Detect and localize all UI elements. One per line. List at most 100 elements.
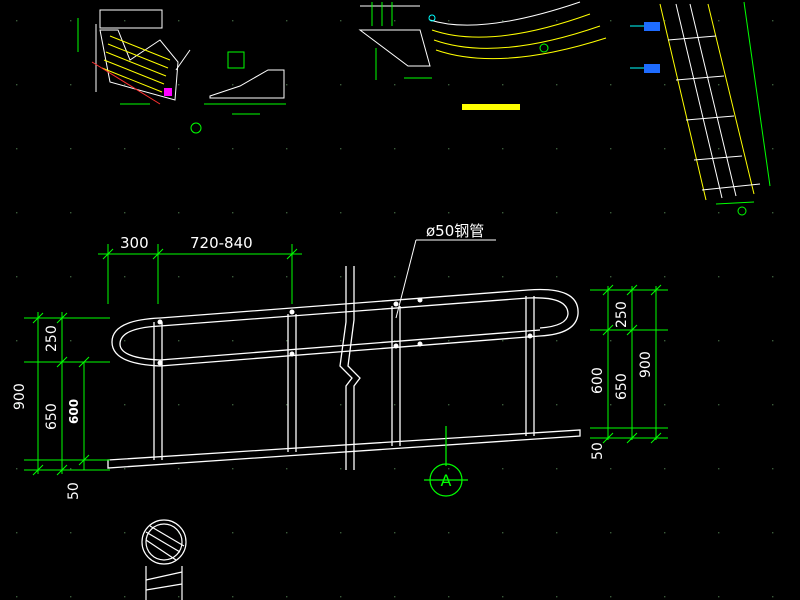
grid-dot <box>124 532 126 534</box>
curved-plan-landing <box>358 29 431 67</box>
grid-dot <box>340 20 342 22</box>
grid-dot <box>286 84 288 86</box>
right-dim-250: 250 <box>614 301 630 328</box>
grid-dot <box>610 20 612 22</box>
left-return-inner <box>119 325 161 361</box>
slanted-dim-line <box>743 1 771 187</box>
grid-dot <box>340 404 342 406</box>
grid-dot <box>502 596 504 598</box>
top-dim-tick-1 <box>102 248 114 260</box>
grid-dot <box>16 468 18 470</box>
grid-dot <box>232 532 234 534</box>
curved-plan-arc-2 <box>433 25 601 49</box>
grid-dot <box>556 596 558 598</box>
break-line <box>339 266 361 470</box>
grid-dots <box>16 20 774 598</box>
grid-dot <box>178 532 180 534</box>
grid-dot <box>556 84 558 86</box>
grid-dot <box>556 468 558 470</box>
grid-dot <box>178 212 180 214</box>
plan-stair-treads <box>101 35 171 93</box>
grid-dot <box>232 468 234 470</box>
grid-dot <box>556 148 558 150</box>
top-center-curved-plan <box>358 1 607 110</box>
grid-dot <box>124 212 126 214</box>
right-dim-900: 900 <box>638 351 654 378</box>
left-dim-600: 600 <box>67 399 81 424</box>
grid-dot <box>286 340 288 342</box>
grid-dot <box>178 276 180 278</box>
grid-dot <box>448 468 450 470</box>
grid-dot <box>502 532 504 534</box>
top-dim-tick-3 <box>286 248 298 260</box>
left-dim-250: 250 <box>44 325 60 352</box>
grid-dot <box>124 468 126 470</box>
grid-dot <box>232 20 234 22</box>
slanted-blue-tags <box>630 22 660 73</box>
grid-dot <box>394 148 396 150</box>
grid-dot <box>772 276 774 278</box>
grid-dot <box>664 596 666 598</box>
top-dim-tick-2 <box>152 248 164 260</box>
grid-dot <box>664 468 666 470</box>
grid-dot <box>124 20 126 22</box>
grid-dot <box>772 84 774 86</box>
section-marker-label: A <box>441 471 452 490</box>
grid-dot <box>610 340 612 342</box>
curved-plan-circle-marker <box>539 43 549 53</box>
grid-dot <box>286 404 288 406</box>
grid-dot <box>556 404 558 406</box>
grid-dot <box>232 84 234 86</box>
curved-plan-outer-arc <box>429 1 581 26</box>
grid-dot <box>340 276 342 278</box>
grid-dot <box>772 532 774 534</box>
grid-dot <box>70 596 72 598</box>
grid-dot <box>70 340 72 342</box>
grid-dot <box>610 404 612 406</box>
top-rail-outer <box>159 288 579 337</box>
grid-dot <box>718 276 720 278</box>
right-dim-600: 600 <box>590 367 606 394</box>
grid-dot <box>772 340 774 342</box>
grid-dot <box>178 84 180 86</box>
grid-dot <box>556 532 558 534</box>
grid-dot <box>502 276 504 278</box>
plan-ground-section <box>209 69 285 99</box>
grid-dot <box>448 84 450 86</box>
grid-dot <box>16 532 18 534</box>
grid-dot <box>502 404 504 406</box>
slanted-rail-base <box>701 183 761 191</box>
grid-dot <box>772 20 774 22</box>
curved-plan-yellow-bar <box>462 104 520 110</box>
top-dimension-chain <box>98 244 302 304</box>
grid-dot <box>340 468 342 470</box>
dim-720-840-label: 720-840 <box>190 234 253 252</box>
grid-dot <box>610 276 612 278</box>
plan-section-circle <box>190 122 202 134</box>
grid-dot <box>610 212 612 214</box>
grid-dot <box>556 212 558 214</box>
grid-dot <box>664 20 666 22</box>
grid-dot <box>718 20 720 22</box>
grid-dot <box>340 532 342 534</box>
grid-dot <box>286 20 288 22</box>
grid-dot <box>178 340 180 342</box>
top-rail-inner <box>159 297 569 329</box>
grid-dot <box>232 212 234 214</box>
grid-dot <box>124 404 126 406</box>
grid-dot <box>448 212 450 214</box>
left-dim-650: 650 <box>44 403 60 430</box>
grid-dot <box>448 596 450 598</box>
grid-dot <box>664 340 666 342</box>
grid-dot <box>178 148 180 150</box>
grid-dot <box>124 340 126 342</box>
slanted-rail-1 <box>675 3 723 199</box>
grid-dot <box>70 468 72 470</box>
grid-dot <box>340 212 342 214</box>
grid-dot <box>124 276 126 278</box>
grid-dot <box>286 468 288 470</box>
grid-dot <box>448 532 450 534</box>
grid-dot <box>664 276 666 278</box>
grid-dot <box>16 20 18 22</box>
